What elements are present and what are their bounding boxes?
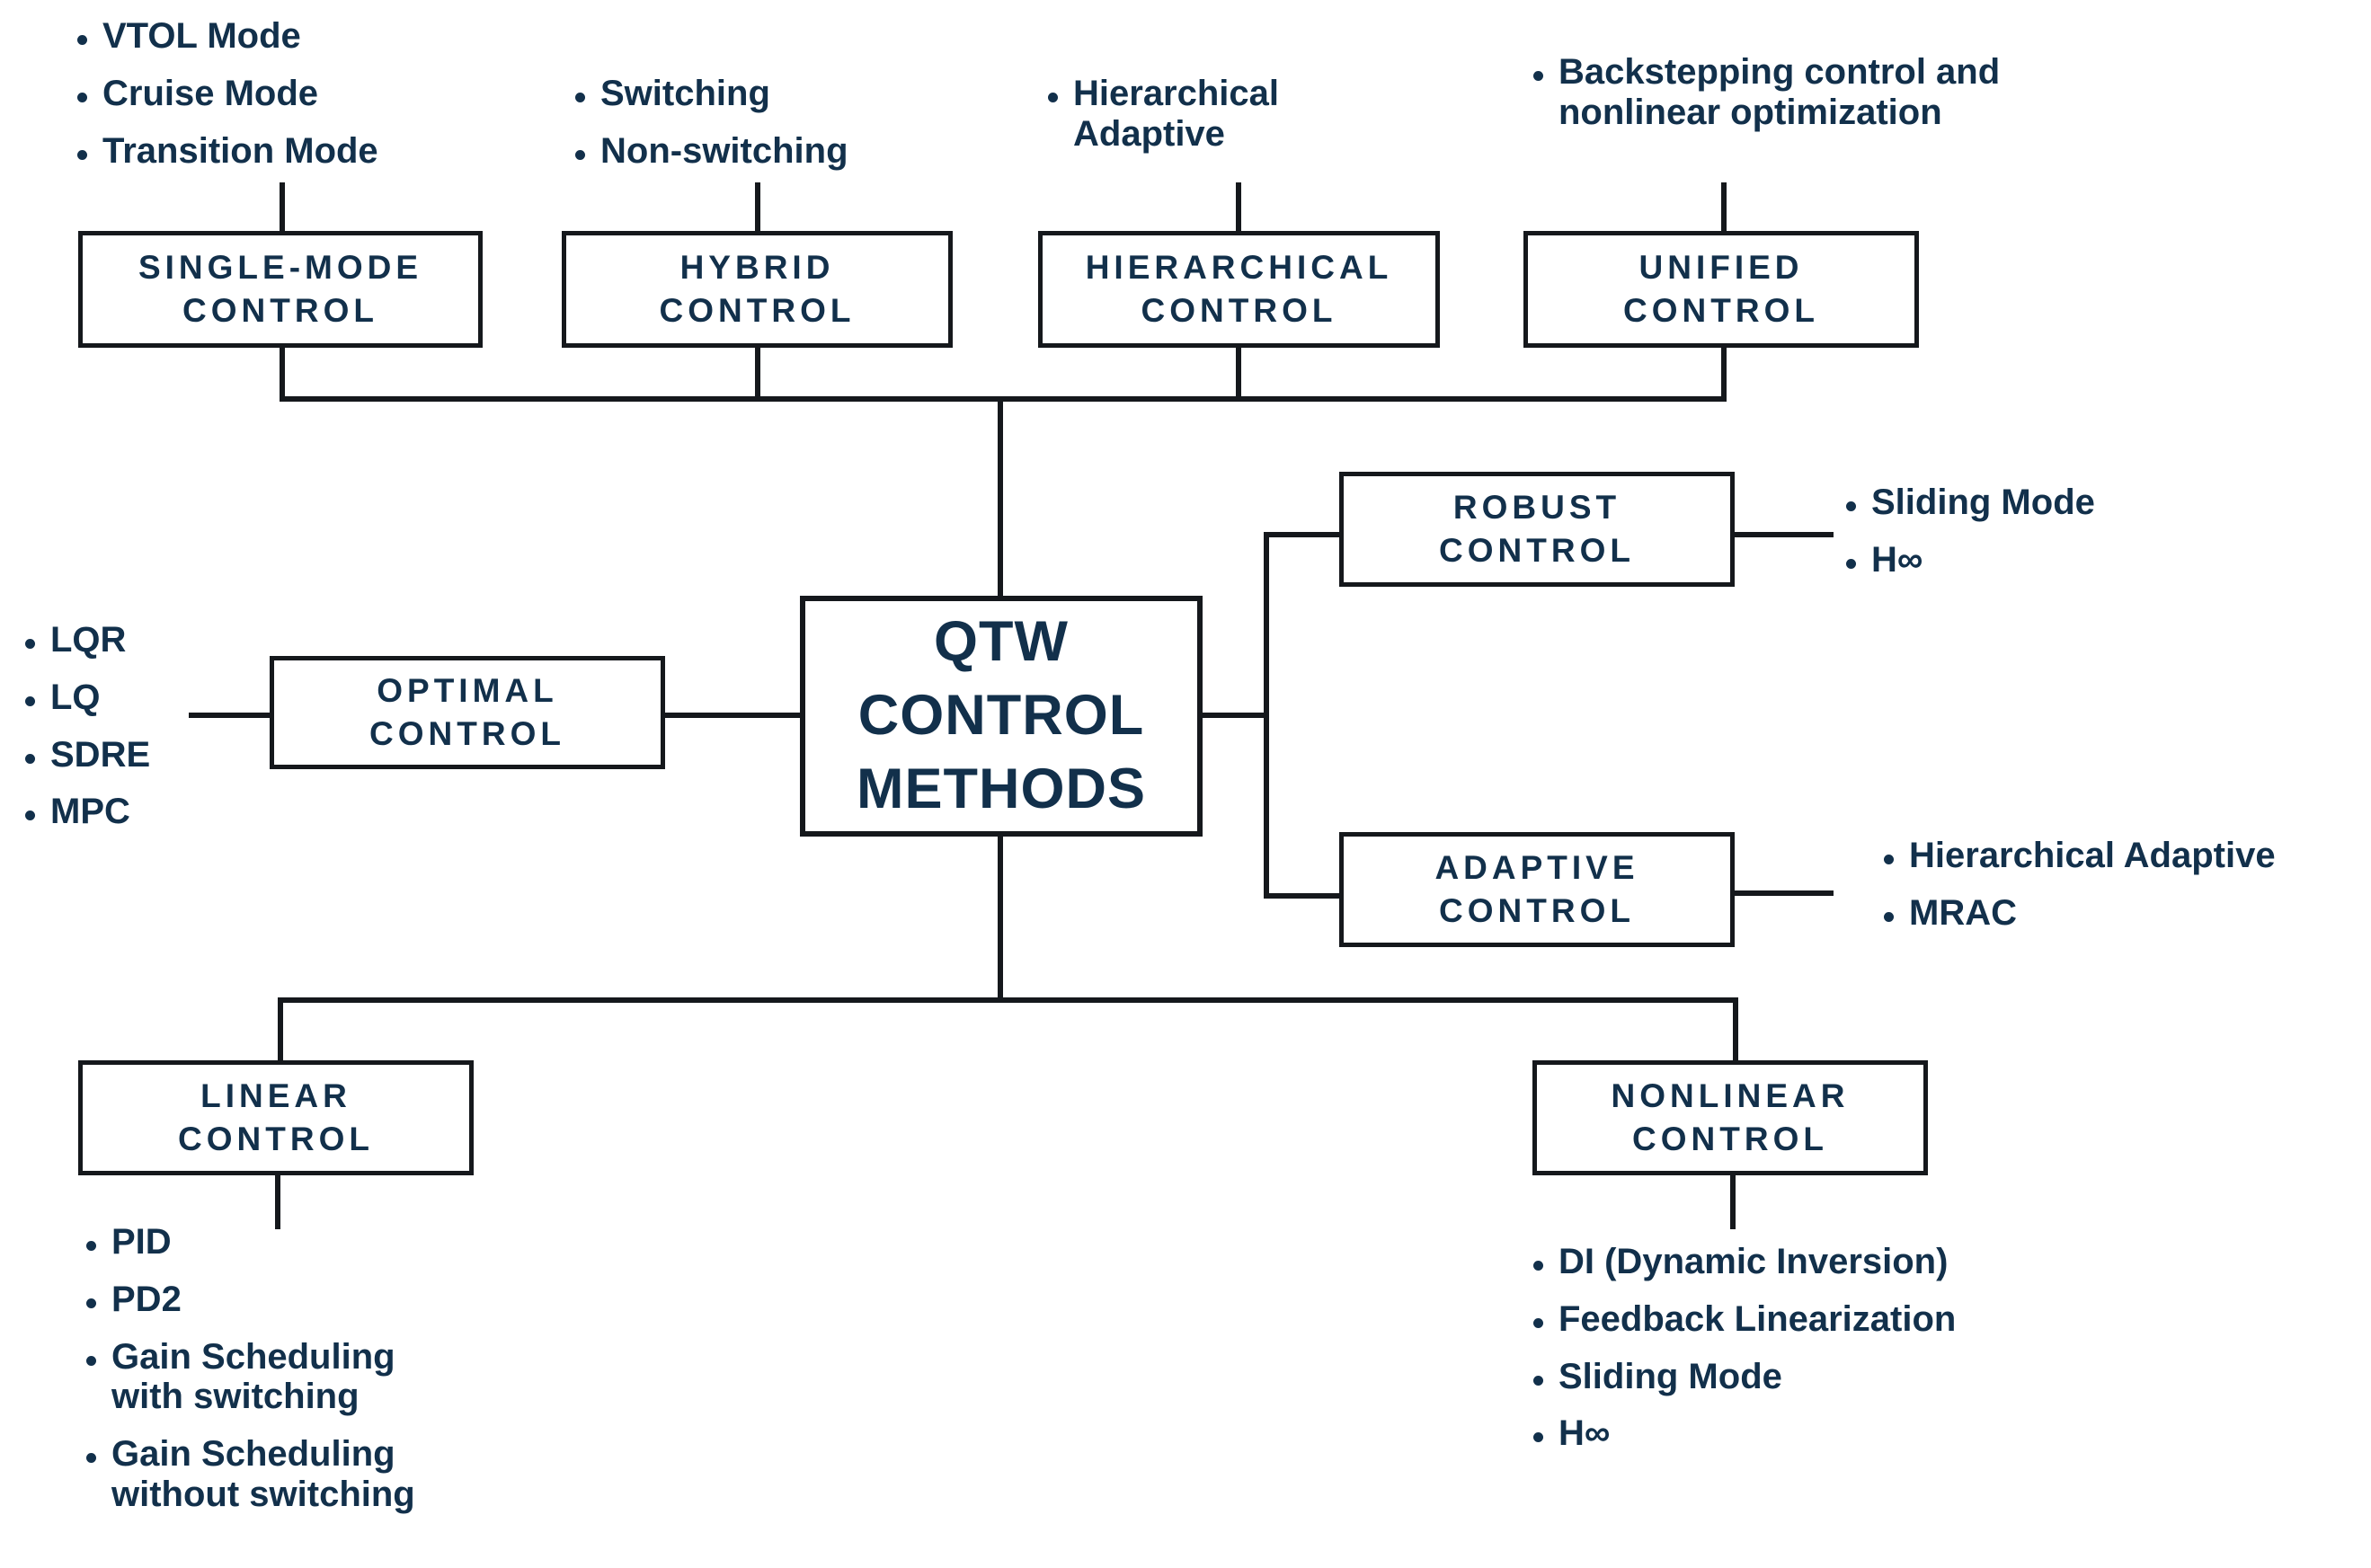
list-item: Gain Scheduling without switching — [81, 1434, 415, 1515]
list-item: DI (Dynamic Inversion) — [1528, 1242, 1956, 1282]
list-item: MRAC — [1878, 893, 2276, 934]
node-robust-control[interactable]: ROBUST CONTROL — [1339, 472, 1735, 587]
node-label-line2: CONTROL — [857, 684, 1145, 748]
bullet-list-robust: Sliding Mode H∞ — [1841, 483, 2095, 580]
list-item: Transition Mode — [72, 131, 378, 172]
connector-bottom-bus-left-drop — [278, 997, 283, 1063]
list-item: Switching — [570, 74, 848, 114]
node-optimal-control[interactable]: OPTIMAL CONTROL — [270, 656, 665, 769]
list-item: LQR — [20, 620, 150, 660]
bullet-list-linear: PID PD2 Gain Scheduling with switching G… — [81, 1222, 415, 1515]
node-hierarchical-control[interactable]: HIERARCHICAL CONTROL — [1038, 231, 1440, 348]
bullet-list-single-mode: VTOL Mode Cruise Mode Transition Mode — [72, 16, 378, 171]
connector-top-bus — [280, 396, 1727, 402]
node-nonlinear-control[interactable]: NONLINEAR CONTROL — [1532, 1060, 1928, 1175]
connector-hierarchical-bullets — [1236, 182, 1241, 236]
list-item: Cruise Mode — [72, 74, 378, 114]
list-item: Hierarchical Adaptive — [1878, 836, 2276, 876]
node-label-line2: CONTROL — [1141, 292, 1337, 329]
node-label-line1: LINEAR — [200, 1076, 351, 1114]
connector-center-bottom-spine — [998, 835, 1003, 1002]
connector-bottom-bus-right-drop — [1733, 997, 1738, 1063]
node-linear-control[interactable]: LINEAR CONTROL — [78, 1060, 474, 1175]
node-hybrid-control[interactable]: HYBRID CONTROL — [562, 231, 953, 348]
node-label-line2: CONTROL — [369, 715, 565, 752]
list-item: Sliding Mode — [1528, 1357, 1956, 1397]
node-label-line2: CONTROL — [659, 292, 856, 329]
node-label-line2: CONTROL — [182, 292, 378, 329]
bullet-list-adaptive: Hierarchical Adaptive MRAC — [1878, 836, 2276, 934]
connector-optimal-bullets — [189, 713, 274, 718]
node-label-line1: ADAPTIVE — [1434, 848, 1639, 886]
list-item: H∞ — [1528, 1413, 1956, 1454]
node-label-line2: CONTROL — [1439, 532, 1635, 569]
connector-hybrid-drop — [755, 346, 760, 402]
list-item: PD2 — [81, 1280, 415, 1320]
connector-bottom-bus — [278, 997, 1738, 1003]
list-item: PID — [81, 1222, 415, 1262]
node-label-line1: ROBUST — [1452, 488, 1621, 526]
node-label-line3: METHODS — [857, 757, 1146, 820]
node-single-mode-control[interactable]: SINGLE-MODE CONTROL — [78, 231, 483, 348]
node-label-line1: HIERARCHICAL — [1085, 248, 1393, 286]
connector-right-bracket-vertical — [1264, 532, 1269, 899]
bullet-list-nonlinear: DI (Dynamic Inversion) Feedback Lineariz… — [1528, 1242, 1956, 1454]
bullet-list-hybrid: Switching Non-switching — [570, 74, 848, 172]
connector-unified-bullets — [1721, 182, 1727, 236]
connector-nonlinear-bullets — [1730, 1174, 1736, 1229]
list-item: Feedback Linearization — [1528, 1299, 1956, 1340]
node-qtw-control-methods[interactable]: QTW CONTROL METHODS — [800, 596, 1203, 837]
connector-hybrid-bullets — [755, 182, 760, 236]
list-item: Hierarchical Adaptive — [1043, 74, 1279, 155]
node-label-line1: SINGLE-MODE — [138, 248, 423, 286]
node-label-line1: QTW — [934, 610, 1069, 674]
connector-linear-bullets — [275, 1174, 280, 1229]
connector-center-top-spine — [998, 396, 1003, 598]
connector-bracket-to-robust — [1264, 532, 1345, 537]
node-adaptive-control[interactable]: ADAPTIVE CONTROL — [1339, 832, 1735, 947]
list-item: SDRE — [20, 735, 150, 775]
bullet-list-unified: Backstepping control and nonlinear optim… — [1528, 52, 2000, 133]
list-item: Sliding Mode — [1841, 483, 2095, 523]
list-item: H∞ — [1841, 540, 2095, 580]
list-item: MPC — [20, 792, 150, 832]
connector-hierarchical-drop — [1236, 346, 1241, 402]
bullet-list-hierarchical: Hierarchical Adaptive — [1043, 74, 1279, 155]
connector-single-mode-bullets — [280, 182, 285, 236]
list-item: Non-switching — [570, 131, 848, 172]
list-item: LQ — [20, 678, 150, 718]
connector-adaptive-bullets — [1735, 890, 1834, 896]
node-unified-control[interactable]: UNIFIED CONTROL — [1523, 231, 1919, 348]
connector-bracket-to-adaptive — [1264, 893, 1345, 899]
list-item: Backstepping control and nonlinear optim… — [1528, 52, 2000, 133]
list-item: VTOL Mode — [72, 16, 378, 57]
node-label-line1: HYBRID — [679, 248, 835, 286]
node-label-line2: CONTROL — [1632, 1121, 1828, 1157]
connector-optimal-to-center — [665, 713, 804, 718]
connector-robust-bullets — [1735, 532, 1834, 537]
node-label-line1: UNIFIED — [1638, 248, 1804, 286]
node-label-line2: CONTROL — [1623, 292, 1819, 329]
node-label-line2: CONTROL — [178, 1121, 374, 1157]
node-label-line1: OPTIMAL — [377, 671, 558, 709]
connector-center-to-right-bracket — [1199, 713, 1269, 718]
list-item: Gain Scheduling with switching — [81, 1337, 415, 1418]
connector-unified-drop — [1721, 346, 1727, 402]
node-label-line2: CONTROL — [1439, 892, 1635, 929]
bullet-list-optimal: LQR LQ SDRE MPC — [20, 620, 150, 832]
connector-single-mode-drop — [280, 346, 285, 402]
node-label-line1: NONLINEAR — [1611, 1076, 1850, 1114]
